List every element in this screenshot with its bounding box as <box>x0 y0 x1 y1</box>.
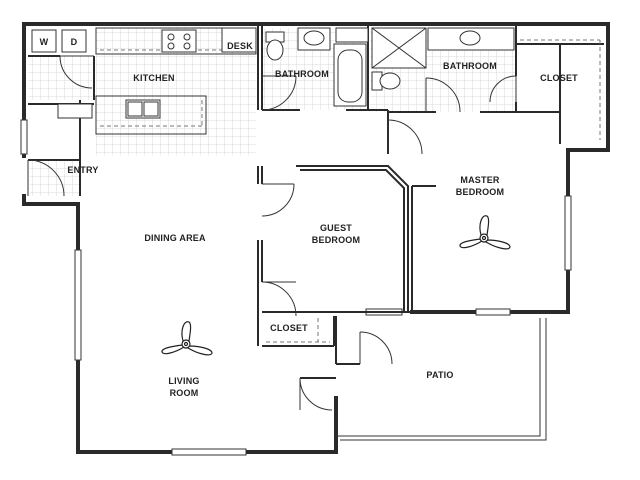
room-label-desk: DESK <box>227 41 253 51</box>
window-entry <box>20 119 28 155</box>
room-label-guest-2: BEDROOM <box>312 235 360 245</box>
sink-icon <box>427 27 515 51</box>
room-label-living-1: LIVING <box>168 376 199 386</box>
laundry-floor <box>28 56 92 100</box>
room-label-closet-master: CLOSET <box>540 73 578 83</box>
shower-icon <box>371 27 427 69</box>
room-label-entry: ENTRY <box>67 165 98 175</box>
toilet-icon <box>265 31 285 61</box>
door-swing-icon <box>27 55 517 411</box>
window-master-right <box>564 195 572 271</box>
room-label-guest-1: GUEST <box>320 223 352 233</box>
sink-icon <box>125 99 161 119</box>
dryer-label: D <box>71 37 78 47</box>
ceiling-fan-icon <box>161 321 213 356</box>
sink-icon <box>297 27 331 51</box>
entry-floor <box>30 160 80 196</box>
room-label-bathroom-2: BATHROOM <box>443 61 497 71</box>
toilet-icon <box>371 71 401 91</box>
room-label-kitchen: KITCHEN <box>133 73 174 83</box>
room-label-living-2: ROOM <box>170 388 199 398</box>
desk <box>221 27 257 53</box>
ceiling-fan-icon <box>459 215 511 250</box>
window-living-left <box>74 249 82 361</box>
bathtub-icon <box>333 43 367 107</box>
window-living-bottom <box>171 448 247 456</box>
room-label-bathroom-1: BATHROOM <box>275 69 329 79</box>
dryer: D <box>61 29 87 53</box>
stove-icon <box>161 29 197 53</box>
room-label-master-2: BEDROOM <box>456 187 504 197</box>
window-master-bottom <box>475 308 511 316</box>
closet-rod-master <box>520 39 601 140</box>
patio-outline <box>336 318 547 441</box>
washer-label: W <box>40 37 49 47</box>
washer: W <box>31 29 57 53</box>
entry-closet <box>57 103 93 119</box>
room-label-closet-guest: CLOSET <box>270 323 308 333</box>
room-label-dining: DINING AREA <box>144 233 206 243</box>
room-label-patio: PATIO <box>426 370 453 380</box>
room-label-master-1: MASTER <box>460 175 500 185</box>
linen-shelf <box>335 27 369 43</box>
